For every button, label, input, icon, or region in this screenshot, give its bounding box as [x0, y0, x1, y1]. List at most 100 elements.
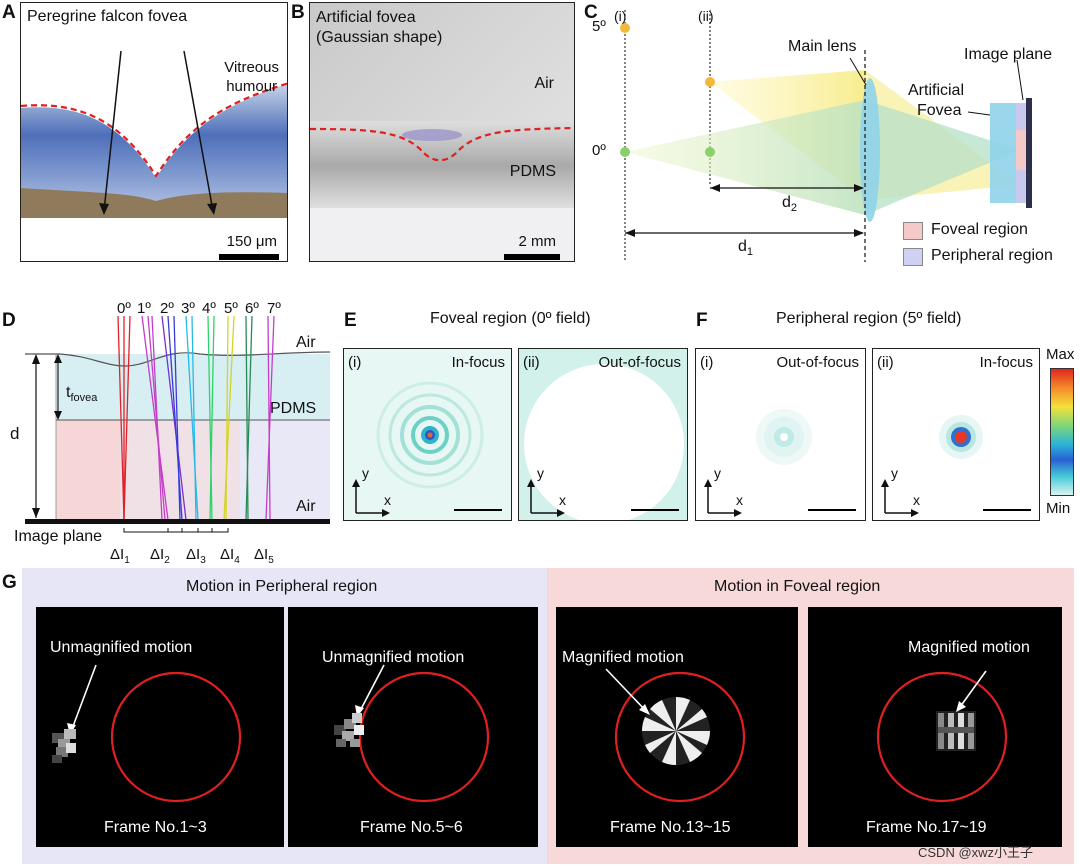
delta-5: ΔI5 [254, 546, 274, 566]
angle-0-label: 0º [592, 142, 606, 159]
frame-2-caption: Frame No.5~6 [360, 819, 463, 836]
motion-frame-2: Unmagnified motion Frame No.5~6 [288, 607, 538, 847]
main-lens-label: Main lens [788, 38, 857, 55]
axis-x: x [384, 492, 391, 508]
angle-label-5: 5º [224, 300, 238, 317]
psf-scale-bar [808, 509, 856, 511]
colorbar-max-label: Max [1046, 346, 1075, 363]
panel-d-air-bottom: Air [296, 498, 316, 515]
psf-f-ii-label: (ii) [877, 354, 894, 371]
delta-2: ΔI2 [150, 546, 170, 566]
colorbar [1050, 368, 1074, 496]
panel-a-letter: A [2, 2, 16, 23]
angle-label-1: 1º [137, 300, 151, 317]
panel-c-optics-diagram [620, 10, 1032, 262]
artificial-fovea-label-2: Fovea [917, 102, 962, 119]
panel-c-letter: C [584, 2, 598, 23]
panel-d-ray-diagram [25, 315, 331, 533]
psf-peripheral-out-of-focus: (i) Out-of-focus y x [695, 348, 866, 521]
delta-4: ΔI4 [220, 546, 240, 566]
d-label: d [10, 424, 20, 443]
panel-b-scale-bar [504, 254, 560, 260]
motion-frame-3: Magnified motion Frame No.13~15 [556, 607, 798, 847]
panel-a-scale-label: 150 μm [226, 233, 277, 250]
panel-b-artificial-fovea: Artificial fovea (Gaussian shape) Air PD… [309, 2, 575, 262]
panel-f-title: Peripheral region (5º field) [776, 310, 962, 327]
air-label: Air [534, 75, 554, 92]
psf-scale-bar [631, 509, 679, 511]
panel-d-pdms: PDMS [270, 400, 317, 417]
falcon-fovea-image [21, 50, 287, 261]
psf-e-i-focus: In-focus [451, 354, 505, 371]
panel-a-falcon-fovea: Peregrine falcon fovea Vitreous humour 1… [20, 2, 288, 262]
angle-5-label: 5º [592, 18, 606, 35]
xy-axes-icon [881, 479, 919, 517]
psf-peripheral-in-focus: (ii) In-focus y x [872, 348, 1040, 521]
legend-foveal-label: Foveal region [931, 221, 1028, 238]
image-plane-label-d: Image plane [14, 528, 103, 545]
psf-foveal-in-focus: (i) In-focus y x [343, 348, 512, 521]
distance-d1-label: d1 [738, 238, 754, 259]
frame-3-label: Magnified motion [562, 649, 684, 666]
psf-e-ii-label: (ii) [523, 354, 540, 371]
axis-x: x [736, 492, 743, 508]
axis-x: x [559, 492, 566, 508]
xy-axes-icon [527, 479, 565, 517]
panel-d-air-top: Air [296, 334, 316, 351]
angle-label-7: 7º [267, 300, 281, 317]
frame-1-label: Unmagnified motion [50, 639, 193, 656]
motion-frame-1: Unmagnified motion Frame No.1~3 [36, 607, 284, 847]
panel-b-scale-label: 2 mm [518, 233, 557, 250]
foveal-motion-title: Motion in Foveal region [714, 578, 881, 595]
psf-f-ii-focus: In-focus [979, 354, 1033, 371]
delta-labels: ΔI1 ΔI2 ΔI3 ΔI4 ΔI5 [110, 546, 350, 568]
delta-3: ΔI3 [186, 546, 206, 566]
source-i-label: (i) [614, 8, 627, 24]
delta-1: ΔI1 [110, 546, 130, 566]
angle-label-0: 0º [117, 300, 131, 317]
distance-d2-label: d2 [782, 194, 798, 215]
panel-e-letter: E [344, 310, 357, 331]
artificial-fovea-label-1: Artificial [908, 82, 965, 99]
psf-scale-bar [454, 509, 502, 511]
image-plane-label: Image plane [964, 46, 1053, 63]
watermark: CSDN @xwz小王子 [918, 845, 1034, 860]
vitreous-humour-label: Vitreous humour [224, 59, 279, 95]
xy-axes-icon [352, 479, 390, 517]
axis-y: y [714, 465, 721, 481]
xy-axes-icon [704, 479, 742, 517]
psf-e-i-label: (i) [348, 354, 362, 371]
frame-2-label: Unmagnified motion [322, 649, 465, 666]
frame-4-caption: Frame No.17~19 [866, 819, 987, 836]
psf-foveal-out-of-focus: (ii) Out-of-focus y x [518, 348, 688, 521]
panel-b-letter: B [291, 2, 305, 23]
psf-e-ii-focus: Out-of-focus [598, 354, 681, 371]
legend-peripheral-label: Peripheral region [931, 247, 1053, 264]
artificial-fovea-image [310, 3, 574, 261]
axis-y: y [891, 465, 898, 481]
frame-3-caption: Frame No.13~15 [610, 819, 731, 836]
ray-angle-labels: 0º 1º 2º 3º 4º 5º 6º 7º [110, 300, 350, 320]
panel-b-title-line2: (Gaussian shape) [316, 29, 443, 46]
axis-y: y [362, 465, 369, 481]
panel-e-title: Foveal region (0º field) [430, 310, 591, 327]
frame-4-label: Magnified motion [908, 639, 1030, 656]
panel-g-letter: G [2, 572, 17, 593]
source-ii-label: (ii) [698, 8, 714, 24]
psf-scale-bar [983, 509, 1031, 511]
frame-1-caption: Frame No.1~3 [104, 819, 207, 836]
panel-a-scale-bar [219, 254, 279, 260]
angle-label-6: 6º [245, 300, 259, 317]
t-fovea-label: tfovea [66, 384, 98, 405]
psf-f-i-focus: Out-of-focus [776, 354, 859, 371]
pdms-label: PDMS [509, 163, 556, 180]
panel-b-title-line1: Artificial fovea [316, 9, 416, 26]
axis-x: x [913, 492, 920, 508]
motion-frame-4: Magnified motion Frame No.17~19 [808, 607, 1062, 847]
axis-y: y [537, 465, 544, 481]
angle-label-2: 2º [160, 300, 174, 317]
siemens-star-icon [642, 697, 710, 765]
peripheral-motion-title: Motion in Peripheral region [186, 578, 378, 595]
psf-f-i-label: (i) [700, 354, 714, 371]
panel-a-title: Peregrine falcon fovea [27, 8, 188, 25]
